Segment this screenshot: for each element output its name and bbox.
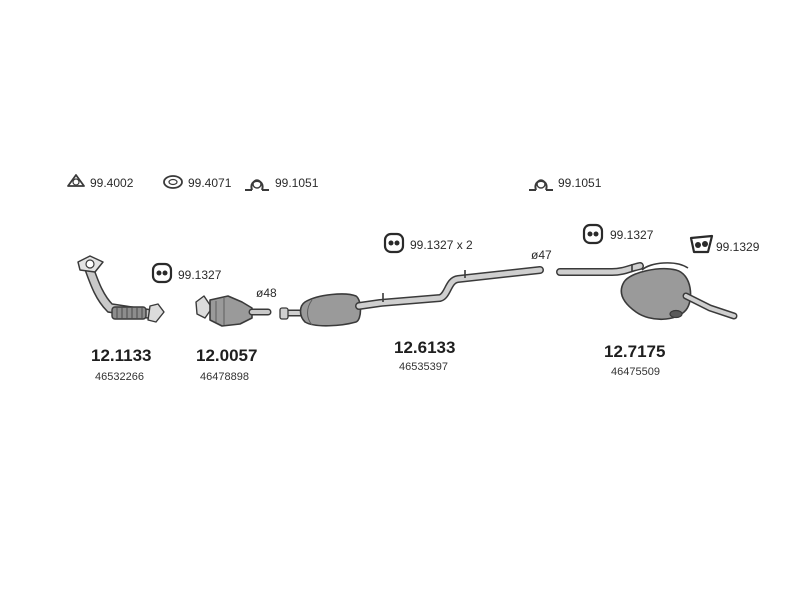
accessory-code: 99.1327	[178, 268, 222, 282]
accessory-code: 99.1327	[610, 228, 654, 242]
rubber-mount-icon	[689, 234, 714, 254]
ring-gasket-icon	[163, 175, 183, 189]
part-number: 12.1133	[91, 346, 152, 365]
accessory-code: 99.1051	[558, 176, 602, 190]
rubber-hanger-icon	[582, 223, 604, 245]
diameter-label: ø48	[256, 286, 277, 300]
rubber-hanger-icon	[151, 262, 173, 284]
rubber-hanger-icon	[383, 232, 405, 254]
part-number: 12.7175	[604, 342, 666, 361]
diameter-label: ø47	[531, 248, 552, 262]
oem-number: 46475509	[611, 366, 660, 378]
rear-silencer-drawing	[556, 262, 738, 321]
pipe-clamp-icon	[245, 179, 269, 191]
accessory-code: 99.4002	[90, 176, 134, 190]
part-number: 12.0057	[196, 346, 258, 365]
accessory-code: 99.1329	[716, 240, 760, 254]
oem-number: 46532266	[95, 371, 144, 383]
accessory-code: 99.1327 x 2	[410, 238, 473, 252]
part-number: 12.6133	[394, 338, 456, 357]
front-pipe-drawing	[77, 255, 165, 323]
pipe-clamp-icon	[529, 179, 553, 191]
oem-number: 46535397	[399, 361, 448, 373]
oem-number: 46478898	[200, 371, 249, 383]
accessory-code: 99.1051	[275, 176, 319, 190]
centre-silencer-drawing	[279, 266, 544, 327]
accessory-code: 99.4071	[188, 176, 232, 190]
catalytic-converter-drawing	[195, 295, 272, 327]
o-ring-icon	[67, 174, 85, 187]
